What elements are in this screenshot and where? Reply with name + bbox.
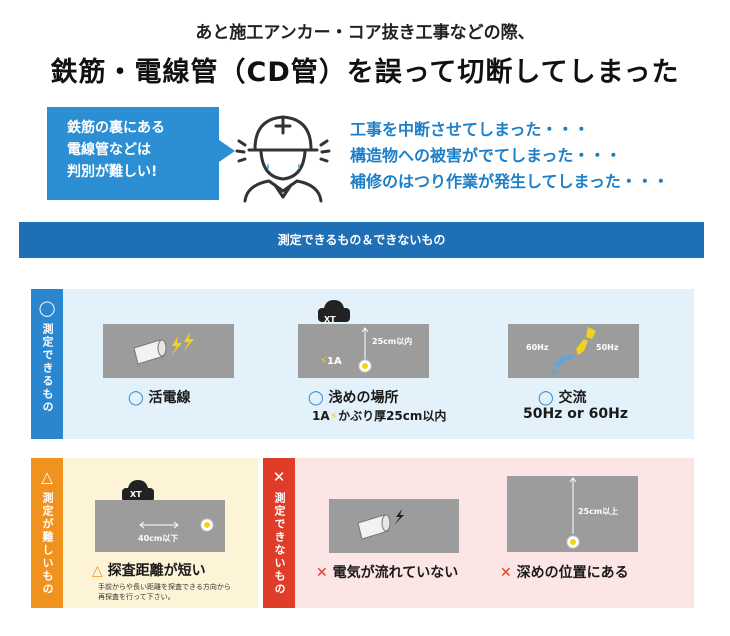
worker-icon bbox=[235, 115, 331, 203]
side-label: 測定が難しいもの bbox=[41, 492, 54, 596]
distance-label: 40cm以下 bbox=[138, 534, 179, 543]
triangle-mark-icon: △ bbox=[41, 468, 53, 486]
hard-measure-side: △ 測定が難しいもの bbox=[31, 458, 63, 608]
side-label: 測定できるもの bbox=[41, 323, 54, 414]
item-short-range: △ 探査距離が短い bbox=[92, 563, 206, 579]
item-live-wire: ◯ 活電線 bbox=[128, 390, 191, 406]
circle-mark-icon: ◯ bbox=[38, 299, 56, 317]
device-label: XT bbox=[130, 490, 142, 499]
bubble-tail bbox=[219, 140, 235, 162]
current-label: ⚡1A bbox=[320, 356, 342, 367]
page-title: 鉄筋・電線管（CD管）を誤って切断してしまった bbox=[50, 57, 680, 88]
speech-bubble: 鉄筋の裏にある 電線管などは 判別が難しい! bbox=[47, 107, 219, 200]
cross-mark-icon: ✕ bbox=[272, 468, 286, 486]
can-measure-side: ◯ 測定できるもの bbox=[31, 289, 63, 439]
trouble-item: 工事を中断させてしまった・・・ bbox=[350, 120, 590, 139]
bubble-line: 鉄筋の裏にある bbox=[67, 120, 165, 136]
bubble-line: 電線管などは bbox=[67, 142, 151, 158]
shallow-sub: 1A⚡かぶり厚25cm以内 bbox=[312, 409, 447, 423]
detector-device-icon bbox=[318, 300, 350, 322]
conduit-pipe-icon bbox=[357, 509, 404, 540]
subtitle: あと施工アンカー・コア抜き工事などの際、 bbox=[195, 23, 535, 43]
hz-east-label: 50Hz bbox=[596, 343, 619, 352]
conduit-pipe-icon bbox=[133, 332, 194, 365]
side-label: 測定できないもの bbox=[273, 492, 286, 596]
bubble-line: 判別が難しい! bbox=[67, 164, 158, 180]
distance-arrow-icon bbox=[139, 518, 214, 532]
depth-arrow-icon bbox=[358, 327, 372, 373]
item-ac: ◯ 交流 bbox=[538, 390, 587, 406]
item-shallow: ◯ 浅めの場所 bbox=[308, 390, 399, 406]
trouble-item: 構造物への被害がでてしまった・・・ bbox=[350, 146, 622, 165]
section-banner: 測定できるもの＆できないもの bbox=[19, 222, 704, 258]
trouble-item: 補修のはつり作業が発生してしまった・・・ bbox=[350, 172, 669, 191]
short-range-note: 手前からや長い距離を探査できる方向から 再探査を行って下さい。 bbox=[98, 583, 231, 601]
hz-west-label: 60Hz bbox=[526, 343, 549, 352]
depth-label: 25cm以内 bbox=[372, 337, 413, 346]
wall-block bbox=[508, 324, 639, 378]
item-no-current: ✕ 電気が流れていない bbox=[316, 565, 459, 581]
bolt-icon: ⚡ bbox=[329, 409, 339, 423]
wall-block bbox=[103, 324, 234, 378]
ac-sub: 50Hz or 60Hz bbox=[523, 406, 628, 422]
depth-label: 25cm以上 bbox=[578, 507, 619, 516]
wall-block bbox=[329, 499, 459, 553]
japan-map-icon bbox=[552, 327, 596, 375]
depth-arrow-icon bbox=[566, 477, 580, 549]
device-label: XT bbox=[324, 315, 336, 324]
detector-device-icon bbox=[122, 480, 154, 502]
bolt-icon: ⚡ bbox=[320, 356, 328, 367]
item-deep: ✕ 深めの位置にある bbox=[500, 565, 629, 581]
troubles-list: 工事を中断させてしまった・・・ 構造物への被害がでてしまった・・・ 補修のはつり… bbox=[350, 117, 669, 195]
cannot-measure-side: ✕ 測定できないもの bbox=[263, 458, 295, 608]
